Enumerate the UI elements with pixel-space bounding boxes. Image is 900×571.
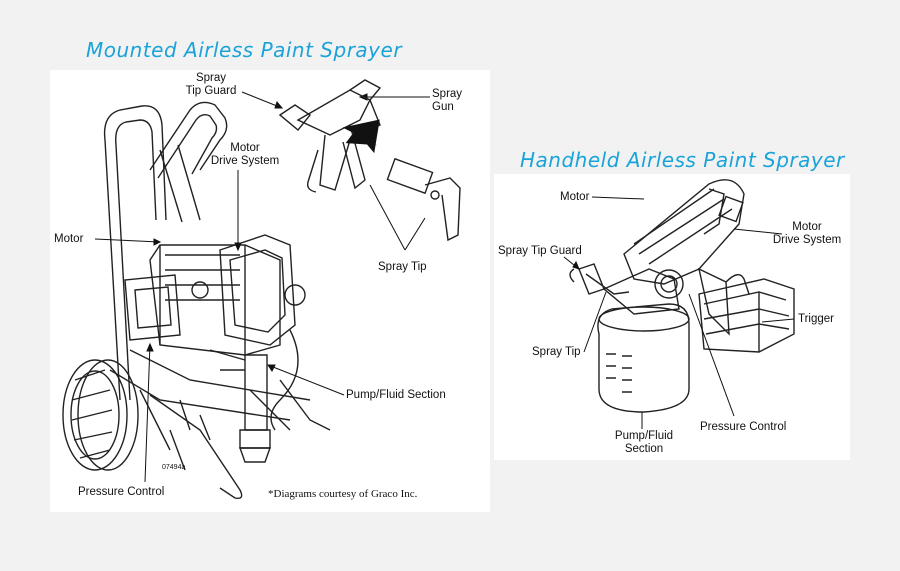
diagram-credit: *Diagrams courtesy of Graco Inc. [268, 488, 418, 500]
mounted-sprayer-illustration [50, 70, 490, 512]
handheld-sprayer-title: Handheld Airless Paint Sprayer [520, 148, 845, 172]
handheld-pump-fluid-section-label: Pump/Fluid Section [606, 430, 682, 456]
mounted-spray-gun-label: Spray Gun [432, 88, 477, 114]
handheld-trigger-label: Trigger [798, 313, 834, 325]
mounted-spray-tip-label: Spray Tip [378, 261, 427, 273]
mounted-part-number: 07494a [162, 464, 186, 471]
mounted-spray-gun-text: Spray Gun [432, 88, 463, 113]
mounted-spray-tip-guard-text: Spray Tip Guard [185, 72, 237, 97]
handheld-spray-tip-guard-label: Spray Tip Guard [498, 245, 582, 257]
mounted-motor-label: Motor [54, 233, 84, 245]
mounted-sprayer-title: Mounted Airless Paint Sprayer [86, 38, 403, 62]
handheld-spray-tip-label: Spray Tip [532, 346, 581, 358]
handheld-motor-label: Motor [560, 191, 590, 203]
handheld-motor-drive-system-text: Motor Drive System [772, 221, 842, 246]
mounted-spray-tip-guard-label: Spray Tip Guard [176, 72, 246, 98]
mounted-sprayer-panel: Spray Tip Guard Spray Gun Motor Drive Sy… [50, 70, 490, 512]
handheld-sprayer-panel: Motor Motor Drive System Spray Tip Guard… [494, 174, 850, 460]
mounted-motor-drive-system-text: Motor Drive System [210, 142, 280, 167]
handheld-pump-fluid-section-text: Pump/Fluid Section [614, 430, 674, 455]
handheld-pressure-control-label: Pressure Control [700, 421, 787, 433]
handheld-motor-drive-system-label: Motor Drive System [762, 221, 852, 247]
mounted-pump-fluid-section-label: Pump/Fluid Section [346, 389, 446, 401]
mounted-pressure-control-label: Pressure Control [78, 486, 165, 498]
mounted-motor-drive-system-label: Motor Drive System [200, 142, 290, 168]
handheld-sprayer-illustration [494, 174, 850, 460]
